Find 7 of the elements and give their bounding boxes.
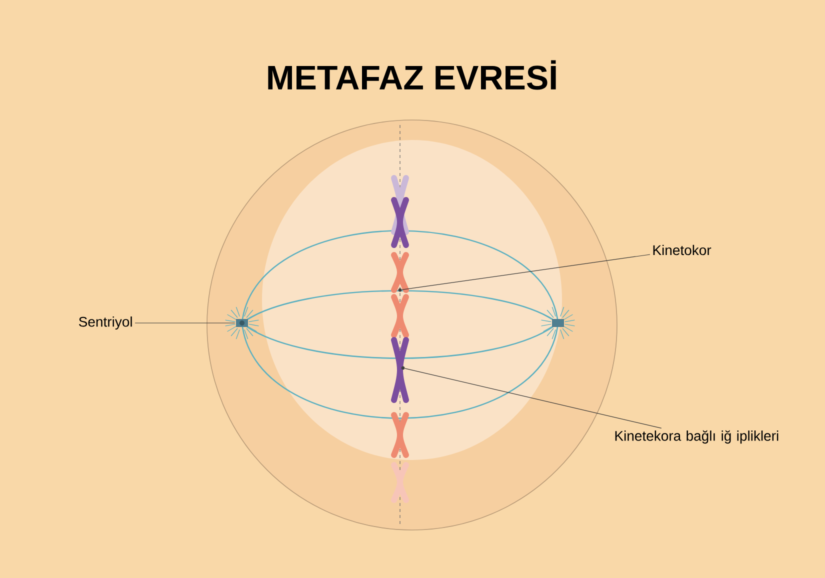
leader-line (134, 322, 236, 324)
leader-line (402, 254, 650, 290)
label: Sentriyol (78, 316, 132, 330)
leader-line (404, 368, 662, 428)
label: Kinetokor (653, 244, 712, 256)
title: METAFAZ EVRESİ (268, 60, 556, 90)
label: Kinetekora bağlı iğ iplikleri (615, 430, 778, 444)
